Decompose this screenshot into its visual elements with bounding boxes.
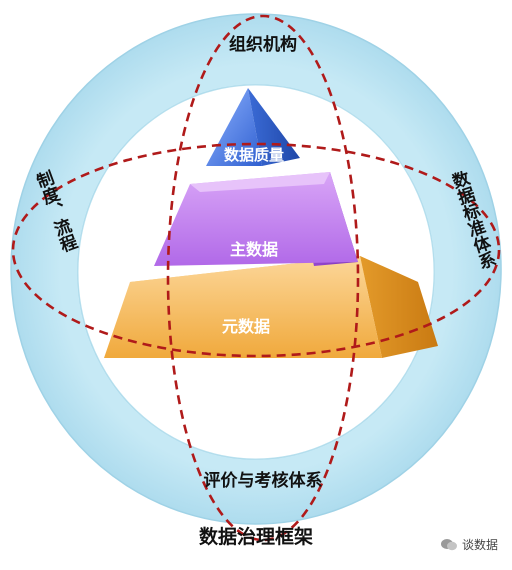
tier-middle-top-face	[190, 172, 330, 192]
watermark: 谈数据	[440, 536, 498, 553]
chat-bubble-icon	[440, 538, 457, 550]
pyramid-tier-bottom	[104, 256, 438, 358]
ring-label-top: 组织机构	[229, 34, 297, 55]
tier-bottom-front-face	[104, 256, 382, 358]
dashed-horizontal-ellipse	[11, 142, 501, 358]
tier-middle-front-face	[154, 172, 358, 266]
watermark-text: 谈数据	[461, 538, 498, 552]
pyramid-label-bottom: 元数据	[222, 317, 270, 336]
tier-top-left-face	[206, 88, 262, 166]
pyramid-label-top: 数据质量	[224, 146, 284, 164]
pyramid-tier-top	[206, 88, 300, 166]
pyramid-label-middle: 主数据	[230, 240, 278, 259]
diagram-caption: 数据治理框架	[198, 526, 313, 548]
pyramid-tier-middle	[154, 172, 358, 266]
dashed-vertical-ellipse	[166, 14, 360, 542]
ring-label-bottom: 评价与考核体系	[204, 470, 323, 491]
tier-top-right-face	[248, 88, 300, 166]
tier-bottom-side-face	[360, 256, 438, 358]
